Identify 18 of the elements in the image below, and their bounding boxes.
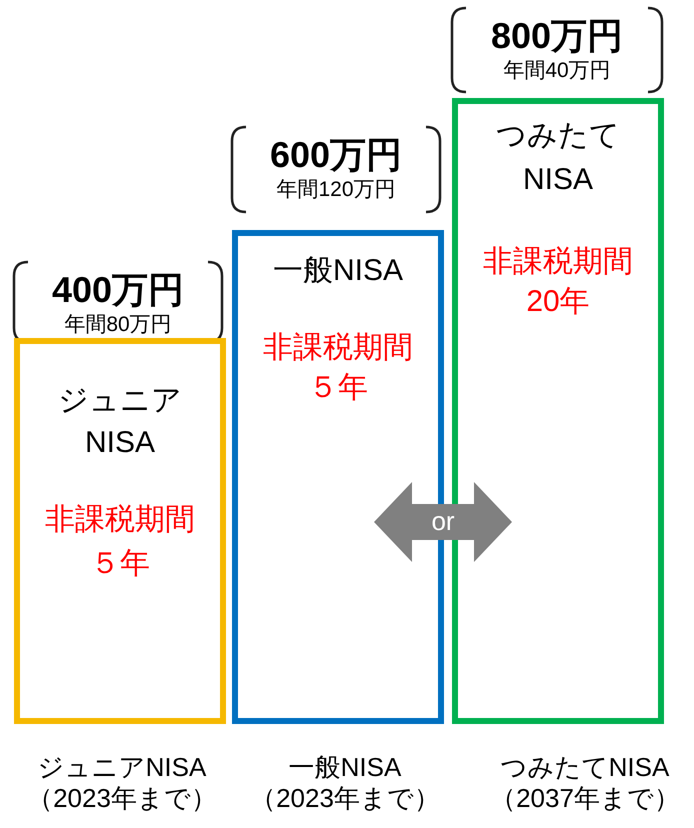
tax-free-period: 非課税期間５年 — [44, 502, 196, 582]
annual-limit: 年間80万円 — [63, 312, 173, 337]
tax-free-period: 非課税期間20年 — [482, 244, 634, 320]
plan-caption: ジュニアNISA（2023年まで） — [26, 752, 218, 814]
edge-label: or — [430, 506, 456, 537]
limit-amount: 600万円 — [268, 133, 404, 176]
tax-free-period: 非課税期間５年 — [262, 330, 414, 406]
annual-limit: 年間120万円 — [275, 177, 397, 202]
limit-amount: 400万円 — [50, 268, 186, 311]
limit-amount: 800万円 — [490, 14, 624, 57]
plan-caption: つみたてNISA（2037年まで） — [489, 752, 681, 814]
plan-name: つみたてNISA — [496, 118, 620, 198]
plan-caption: 一般NISA（2023年まで） — [249, 752, 441, 814]
annual-limit: 年間40万円 — [502, 58, 612, 83]
plan-name: ジュニアNISA — [58, 383, 182, 461]
double-arrow — [374, 482, 512, 562]
plan-name: 一般NISA — [272, 253, 404, 289]
plan-box — [14, 338, 226, 724]
